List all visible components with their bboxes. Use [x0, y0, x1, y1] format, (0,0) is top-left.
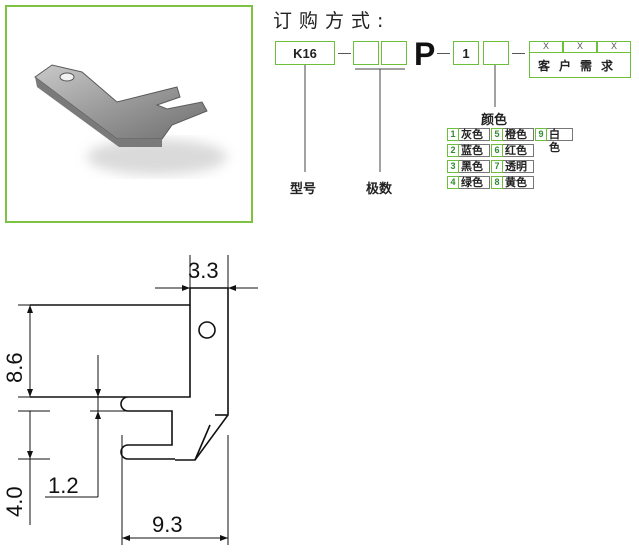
customer-requirement-box [529, 52, 631, 78]
dimension-lines [18, 255, 258, 545]
dimension-arrows [27, 285, 236, 541]
dim-lower-height: 4.0 [2, 486, 27, 517]
dim-upper-height: 8.6 [2, 352, 27, 383]
separator-dash [437, 53, 450, 54]
poles-box-1 [353, 41, 379, 65]
option-box [483, 41, 509, 65]
color-name: 白色 [547, 128, 573, 154]
color-name: 黄色 [503, 176, 534, 189]
color-code-box: 1 [453, 41, 479, 65]
terminal-outline [30, 287, 229, 461]
terminal-hole [59, 72, 75, 82]
color-num: 4 [447, 176, 459, 189]
separator-dash [338, 53, 351, 54]
color-num: 7 [491, 160, 503, 173]
customer-requirement-label: 客户需求 [537, 59, 622, 73]
separator-letter: P [414, 36, 436, 72]
dimension-drawing: 3.3 8.6 1.2 4.0 9.3 [2, 255, 258, 545]
separator-dash [512, 53, 525, 54]
product-photo-frame [5, 5, 253, 223]
mounting-hole [198, 321, 216, 339]
model-label: 型号 [290, 181, 317, 196]
poles-label: 极数 [366, 181, 393, 196]
color-num: 8 [491, 176, 503, 189]
order-title: 订购方式: [273, 10, 391, 32]
color-num: 6 [491, 144, 503, 157]
color-name: 透明 [503, 160, 534, 173]
color-num: 1 [447, 128, 459, 141]
color-num: 5 [491, 128, 503, 141]
dim-slot-width: 1.2 [48, 473, 79, 498]
color-title: 颜色 [481, 112, 508, 127]
dim-top-width: 3.3 [188, 258, 219, 283]
model-code-box: K16 [275, 41, 335, 65]
color-name: 灰色 [459, 128, 490, 141]
code-leader-lines [304, 65, 496, 172]
color-num: 9 [535, 128, 547, 141]
dim-bottom-width: 9.3 [152, 512, 183, 537]
terminal-photo [34, 64, 227, 175]
poles-box-2 [381, 41, 407, 65]
color-num: 2 [447, 144, 459, 157]
color-name: 蓝色 [459, 144, 490, 157]
color-num: 3 [447, 160, 459, 173]
color-name: 橙色 [503, 128, 534, 141]
color-name: 绿色 [459, 176, 490, 189]
color-name: 黑色 [459, 160, 490, 173]
color-name: 红色 [503, 144, 534, 157]
